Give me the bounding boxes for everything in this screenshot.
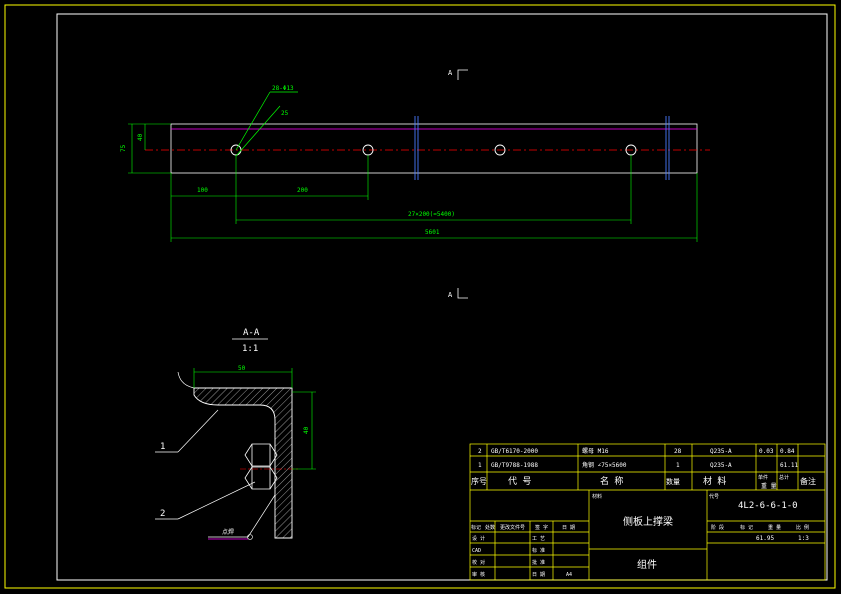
bom-row1-material: Q235-A — [710, 462, 732, 469]
hole-callout-sub: 25 — [281, 110, 289, 117]
bom-row2-total: 0.84 — [780, 448, 795, 455]
nut — [244, 443, 278, 490]
section-arrow-top — [457, 69, 468, 80]
bom-header-name: 名 称 — [600, 475, 623, 487]
role-3: 审 核 — [472, 571, 485, 578]
stage-h0: 阶 段 — [711, 524, 724, 531]
rev-h4: 日 期 — [562, 525, 575, 531]
section-mark-bottom: A — [448, 291, 453, 299]
leader-1-label: 1 — [160, 442, 165, 452]
role2-2: 批 准 — [532, 559, 545, 566]
role2-0: 工 艺 — [532, 536, 545, 542]
view-title: A-A — [243, 328, 260, 338]
bom-header-unit: 单件 — [758, 474, 768, 481]
leader-lines — [155, 409, 276, 538]
break-line-1 — [414, 116, 419, 180]
bom-header-weight: 重 量 — [761, 482, 777, 490]
bom-row2-material: Q235-A — [710, 448, 732, 455]
bom-header-total: 总计 — [779, 474, 789, 481]
dim-100-label: 100 — [197, 187, 208, 194]
sec-width-label: 50 — [238, 365, 246, 372]
hole-callout-text: 28-Φ13 — [272, 85, 294, 92]
bom-row2-qty: 28 — [674, 448, 682, 455]
bom-row1-code: GB/T9788-1988 — [491, 462, 538, 469]
bom-header-seq: 序号 — [471, 476, 487, 486]
stage-h2: 重 量 — [768, 524, 781, 531]
bom-row1-total: 61.11 — [780, 462, 798, 469]
left-dims — [128, 123, 171, 174]
rev-h0: 标记 — [471, 524, 481, 531]
dim-pattern-label: 27×200(=5400) — [408, 211, 455, 218]
bom-grid — [469, 443, 826, 581]
bom-row2-name: 螺母 M16 — [582, 447, 609, 455]
stage-h3: 比 例 — [796, 524, 809, 531]
bom-row2-unit: 0.03 — [759, 448, 774, 455]
bom-row1-seq: 1 — [478, 462, 482, 469]
title-scale: 1:3 — [798, 535, 809, 542]
beam-outline — [170, 123, 698, 174]
section-arrow-bottom — [457, 288, 468, 299]
break-line-2 — [665, 116, 670, 180]
bom-header-code: 代 号 — [508, 476, 531, 487]
rev-h1: 处数 — [485, 524, 495, 531]
title-material-label: 材料 — [592, 493, 602, 500]
rev-h3: 签 字 — [535, 524, 548, 531]
bom-header-qty: 数量 — [666, 477, 680, 486]
hole-callout-leader — [235, 91, 298, 157]
title-weight: 61.95 — [756, 535, 774, 542]
section-dims — [193, 368, 316, 470]
bom-row1-qty: 1 — [676, 462, 680, 469]
angle-section — [193, 387, 293, 539]
sec-height-label: 40 — [303, 426, 310, 434]
role-1: CAD — [472, 548, 481, 554]
inner-frame — [56, 13, 828, 581]
section-mark-top: A — [448, 69, 453, 77]
bom-row1-name: 角钢 ∠75×5600 — [582, 461, 627, 469]
bom-header-material: 材 料 — [703, 475, 726, 487]
height-left-label: 75 — [120, 144, 127, 152]
outer-frame — [4, 4, 836, 589]
title-code-label: 代号 — [709, 493, 719, 500]
weld-label: 点焊 — [222, 528, 234, 536]
weld-symbol — [247, 534, 253, 540]
dim-200-label: 200 — [297, 187, 308, 194]
bom-row2-code: GB/T6170-2000 — [491, 448, 538, 455]
hole-3 — [494, 144, 506, 156]
role2-3: 日 期 — [532, 572, 545, 578]
bom-row2-seq: 2 — [478, 448, 482, 455]
bom-header-note: 备注 — [800, 476, 816, 486]
bottom-dims — [170, 155, 698, 242]
dim-total-label: 5601 — [425, 229, 440, 236]
role-2: 校 对 — [472, 559, 485, 566]
view-scale: 1:1 — [242, 344, 258, 354]
drawing-category: 组件 — [637, 558, 657, 571]
role2-1: 标 准 — [532, 547, 545, 554]
angle-fillet — [177, 371, 195, 389]
rev-h2: 更改文件号 — [500, 524, 525, 531]
sheet-note: A4 — [566, 572, 572, 578]
stage-h1: 标 记 — [740, 524, 753, 531]
height-inner-label: 40 — [137, 133, 144, 141]
role-0: 设 计 — [472, 535, 485, 542]
drawing-name: 侧板上撑梁 — [623, 515, 673, 528]
drawing-number: 4L2-6-6-1-0 — [738, 501, 798, 511]
leader-2-label: 2 — [160, 509, 165, 519]
